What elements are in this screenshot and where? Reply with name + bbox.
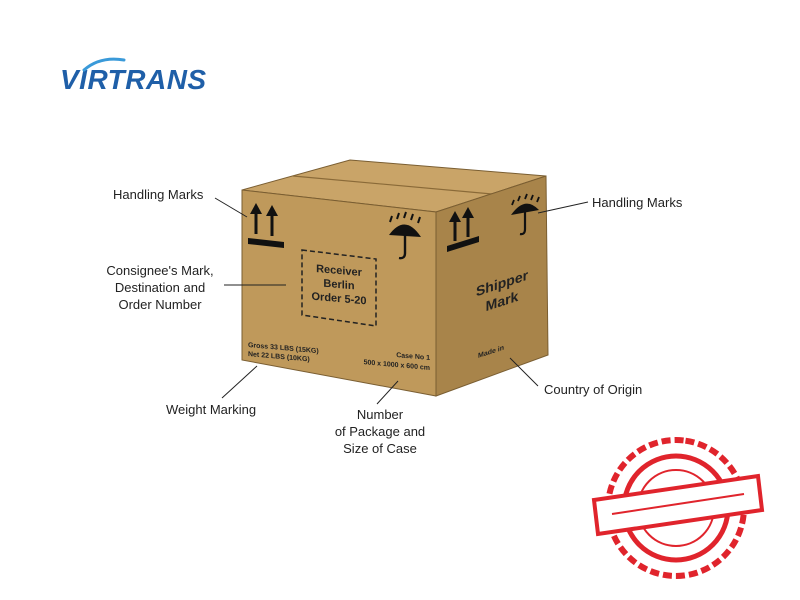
keep-dry-side-icon [511, 193, 540, 236]
label-package-line2: of Package and [334, 424, 426, 439]
this-way-up-side-icon [447, 207, 479, 252]
label-consignee-mark: Consignee's Mark, Destination and Order … [98, 262, 222, 313]
leader-lines [214, 197, 589, 405]
leader-package [376, 380, 399, 405]
order-text: Order 5-20 [311, 291, 366, 308]
stamp-band-line [611, 493, 745, 515]
leader-weight [221, 365, 258, 399]
label-consignee-line2: Destination and [114, 280, 206, 295]
leader-handling-left [214, 197, 248, 218]
label-package-number: Number of Package and Size of Case [322, 406, 438, 457]
logo-swoosh [82, 57, 126, 72]
case-number-text: Case No 1 [396, 352, 430, 362]
label-package-line3: Size of Case [343, 441, 417, 456]
leader-handling-right [537, 201, 589, 214]
consignee-mark-frame [301, 249, 377, 327]
label-consignee-line1: Consignee's Mark, [106, 263, 214, 278]
red-stamp-seal [591, 437, 765, 579]
logo-text: VIRTRANS [60, 64, 207, 95]
label-package-line1: Number [356, 407, 404, 422]
shipping-box: Receiver Berlin Order 5-20 Gross 33 LBS … [241, 159, 549, 397]
receiver-text: Receiver [316, 263, 363, 279]
keep-dry-front-icon [389, 211, 421, 260]
leader-origin [509, 357, 539, 387]
box-side-face [435, 175, 549, 397]
label-handling-marks-left: Handling Marks [113, 187, 204, 202]
city-text: Berlin [323, 278, 354, 293]
label-handling-marks-right: Handling Marks [592, 195, 683, 210]
label-weight-marking: Weight Marking [166, 402, 257, 417]
consignee-mark-text: Receiver Berlin Order 5-20 [311, 263, 366, 308]
label-consignee-line3: Order Number [118, 297, 202, 312]
label-country-of-origin: Country of Origin [544, 382, 643, 397]
box-top-seam [292, 175, 493, 195]
company-logo: VIRTRANS [60, 57, 207, 95]
this-way-up-front-icon [248, 203, 284, 248]
